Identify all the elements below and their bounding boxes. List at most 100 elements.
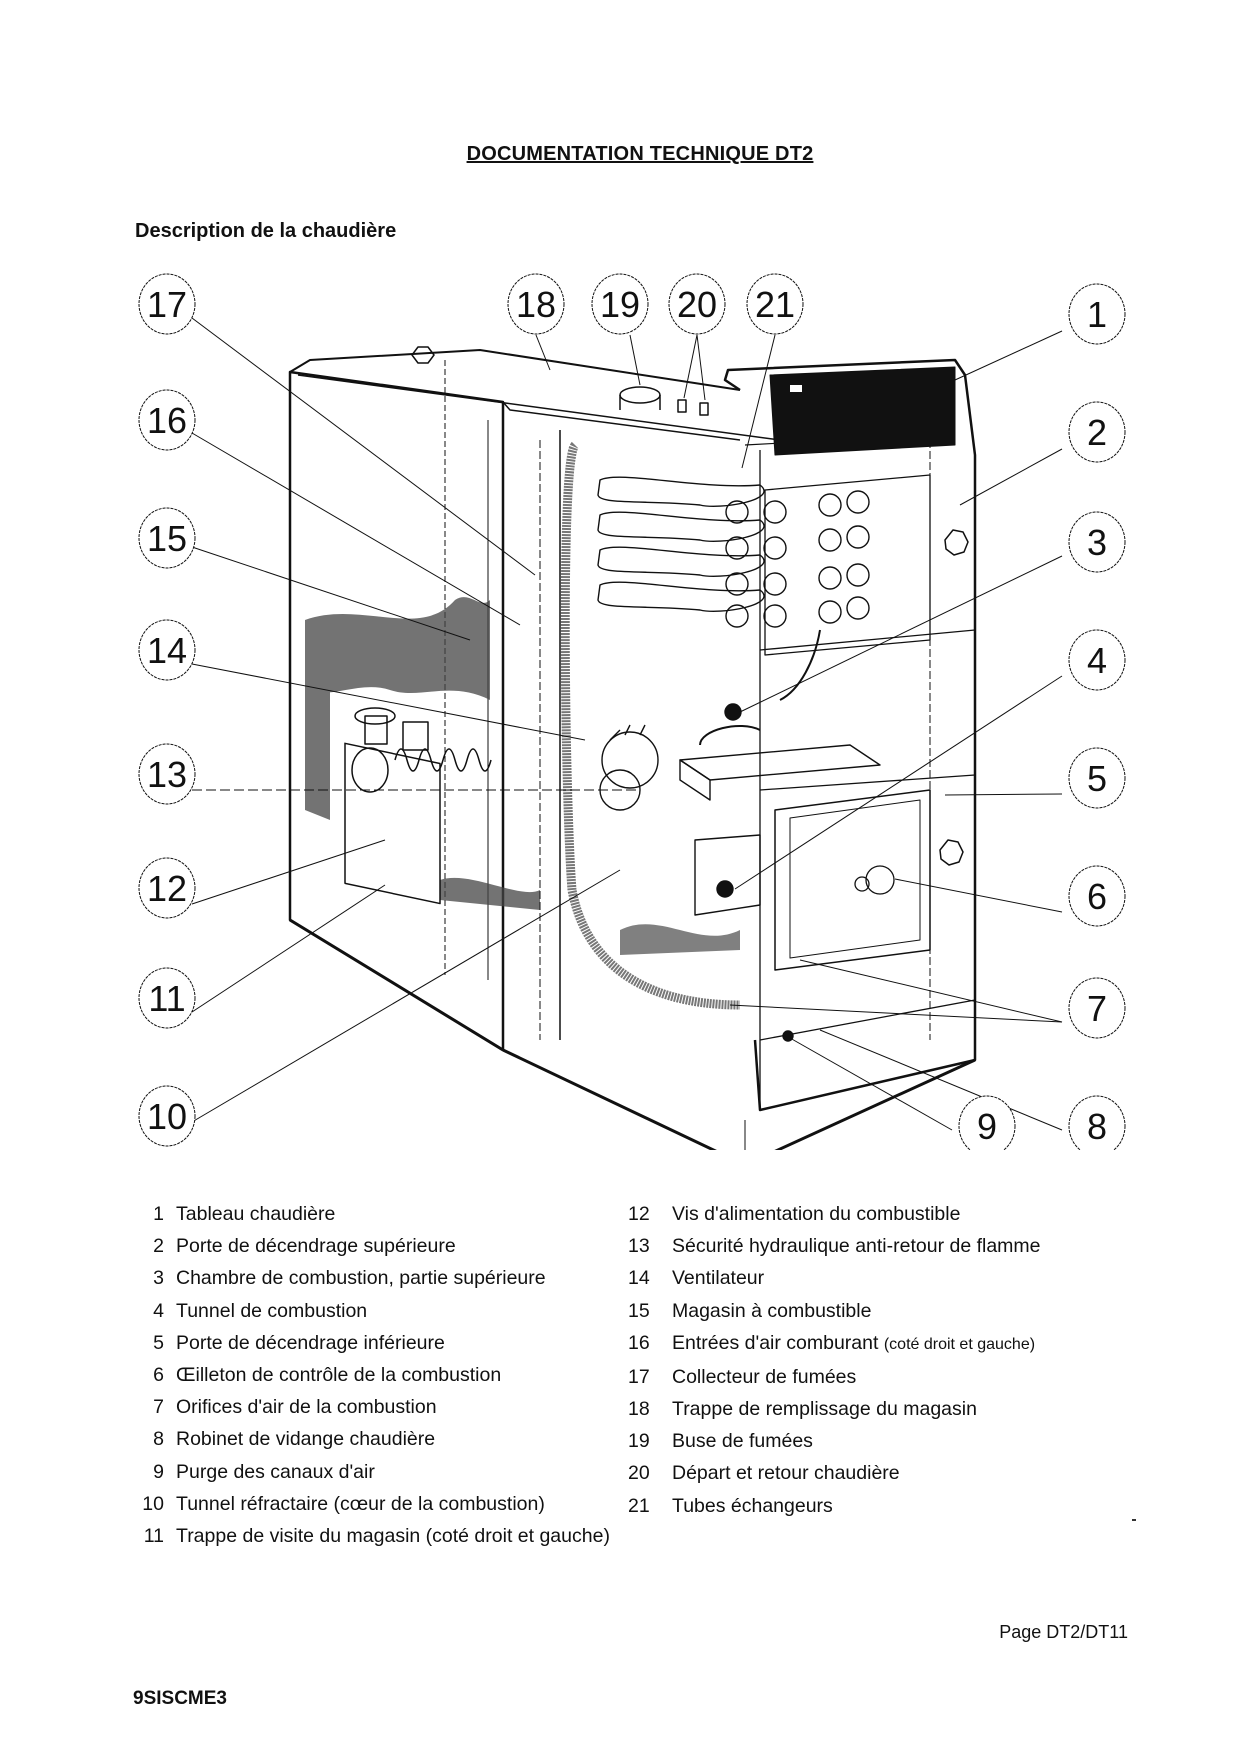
callout-circle	[138, 1085, 196, 1147]
legend-item: 16 Entrées d'air comburant (coté droit et…	[628, 1327, 1148, 1361]
callout-number: 10	[147, 1096, 187, 1137]
combustion-chamber	[679, 629, 881, 1042]
callout-5: 5	[1068, 747, 1126, 809]
callout-circle	[1068, 865, 1126, 927]
callout-number: 20	[677, 284, 717, 325]
fan	[599, 724, 659, 811]
legend-number: 9	[153, 1460, 164, 1483]
legend-item: 12 Vis d'alimentation du combustible	[628, 1198, 1148, 1230]
legend-label-text: Tunnel réfractaire (cœur de la combustio…	[176, 1492, 545, 1515]
callout-circle	[1068, 629, 1126, 691]
legend-label-text: Tubes échangeurs	[672, 1494, 833, 1517]
page-title: DOCUMENTATION TECHNIQUE DT2	[466, 143, 814, 165]
legend-number: 5	[153, 1331, 164, 1354]
legend-item: 5 Porte de décendrage inférieure	[130, 1327, 630, 1359]
callout-circle	[507, 273, 565, 335]
callout-16: 16	[138, 389, 196, 451]
legend-label: Tableau chaudière	[176, 1198, 630, 1230]
callout-2: 2	[1068, 401, 1126, 463]
callout-number: 6	[1087, 876, 1107, 917]
callout-number: 16	[147, 400, 187, 441]
callout-9: 9	[958, 1095, 1016, 1150]
legend-number: 6	[153, 1364, 164, 1387]
top-fittings	[619, 386, 709, 416]
legend-label: Départ et retour chaudière	[672, 1457, 1148, 1489]
callout-circle	[1068, 1095, 1126, 1150]
legend-number: 16	[628, 1331, 650, 1354]
callout-18: 18	[507, 273, 565, 335]
callout-14: 14	[138, 619, 196, 681]
callout-number: 21	[755, 284, 795, 325]
callout-number: 8	[1087, 1106, 1107, 1147]
callout-7: 7	[1068, 977, 1126, 1039]
control-panel	[769, 366, 956, 456]
legend-number: 7	[153, 1396, 164, 1419]
legend-label-text: Vis d'alimentation du combustible	[672, 1203, 961, 1225]
legend-label-text: Porte de décendrage inférieure	[176, 1331, 445, 1354]
inspection-eye	[854, 865, 895, 895]
legend-label: Ventilateur	[672, 1262, 1148, 1294]
callout-circle	[746, 273, 804, 335]
legend-number: 2	[153, 1235, 164, 1258]
callout-circle	[138, 967, 196, 1029]
legend-item: 7 Orifices d'air de la combustion	[130, 1391, 630, 1423]
page-number: Page DT2/DT11	[999, 1622, 1128, 1642]
legend-label: Trappe de visite du magasin (coté droit …	[176, 1520, 630, 1552]
legend-label-text: Porte de décendrage supérieure	[176, 1235, 456, 1258]
callout-circle	[1068, 977, 1126, 1039]
legend-label: Magasin à combustible	[672, 1295, 1148, 1327]
callout-circle	[138, 273, 196, 335]
callout-3: 3	[1068, 511, 1126, 573]
legend-number: 1	[153, 1203, 164, 1225]
callout-number: 17	[147, 284, 187, 325]
legend-number: 18	[628, 1398, 650, 1421]
legend-number: 3	[153, 1267, 164, 1290]
door-knobs	[411, 346, 969, 866]
legend-number: 21	[628, 1494, 650, 1517]
callout-11: 11	[138, 967, 196, 1029]
callout-number: 15	[147, 518, 187, 559]
legend-number: 11	[143, 1525, 164, 1548]
legend-number: 4	[153, 1299, 164, 1322]
legend-item: 21 Tubes échangeurs	[628, 1490, 1148, 1522]
legend-number: 20	[628, 1462, 650, 1485]
callout-number: 5	[1087, 758, 1107, 799]
callout-number: 13	[147, 754, 187, 795]
legend-label: Entrées d'air comburant (coté droit et g…	[672, 1327, 1148, 1361]
legend-note: (coté droit et gauche)	[883, 1335, 1036, 1353]
legend-item: 11 Trappe de visite du magasin (coté droi…	[130, 1520, 630, 1552]
legend-label-text: Sécurité hydraulique anti-retour de flam…	[672, 1235, 1041, 1258]
legend-number: 10	[142, 1492, 164, 1515]
legend-label: Sécurité hydraulique anti-retour de flam…	[672, 1230, 1148, 1262]
legend-label: Tunnel de combustion	[176, 1295, 630, 1327]
legend-left: 1 Tableau chaudière 2 Porte de décendrage s…	[130, 1198, 630, 1552]
legend-item: 20 Départ et retour chaudière	[628, 1457, 1148, 1489]
callout-circle	[138, 619, 196, 681]
callout-number: 1	[1087, 294, 1107, 335]
callout-number: 14	[147, 630, 187, 671]
callout-8: 8	[1068, 1095, 1126, 1150]
legend-label: Orifices d'air de la combustion	[176, 1391, 630, 1423]
legend-label-text: Chambre de combustion, partie supérieure	[176, 1267, 546, 1290]
legend-number: 12	[628, 1203, 650, 1225]
callout-number: 9	[977, 1106, 997, 1147]
callout-10: 10	[138, 1085, 196, 1147]
callout-4: 4	[1068, 629, 1126, 691]
legend-label-text: Entrées d'air comburant	[672, 1331, 879, 1354]
callout-circle	[591, 273, 649, 335]
feed-screw	[344, 707, 492, 905]
callout-6: 6	[1068, 865, 1126, 927]
callout-20: 20	[668, 273, 726, 335]
legend-item: 3 Chambre de combustion, partie supérieur…	[130, 1262, 630, 1294]
legend-number: 8	[153, 1428, 164, 1451]
legend-label-text: Buse de fumées	[672, 1430, 813, 1453]
legend-label: Collecteur de fumées	[672, 1361, 1148, 1393]
fuel-pile	[305, 597, 740, 955]
